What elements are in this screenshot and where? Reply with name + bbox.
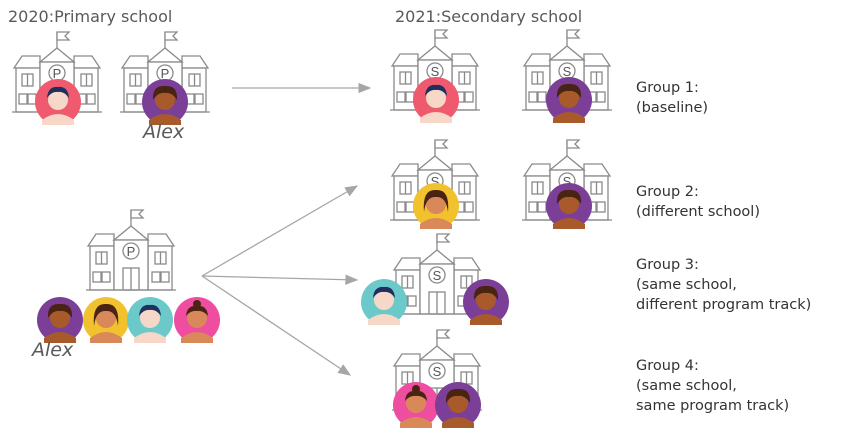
- secondary-school-g2-b: S: [521, 139, 613, 221]
- avatar-purple-student-g1: [546, 77, 592, 123]
- secondary-school-g3: S: [391, 233, 483, 315]
- avatar-coral-student: [35, 79, 81, 125]
- fan-arrows: [201, 185, 359, 376]
- school-marker-secondary: S: [563, 64, 572, 79]
- avatar-purple-student-g3: [463, 279, 509, 325]
- group-4-desc: (same school,: [636, 378, 737, 394]
- group-1-title: Group 1:: [636, 80, 699, 96]
- primary-school-2: P: [119, 31, 211, 113]
- group-4-desc-2: same program track): [636, 398, 790, 414]
- secondary-school-g2-a: S: [389, 139, 481, 221]
- secondary-school-g1-a: S: [389, 29, 481, 111]
- avatar-yellow-student: [83, 297, 129, 343]
- group-3-desc-2: different program track): [636, 297, 812, 313]
- school-marker-secondary: S: [563, 174, 572, 189]
- school-marker-primary: P: [127, 244, 136, 259]
- school-marker-secondary: S: [433, 364, 442, 379]
- group-2-desc: (different school): [636, 204, 760, 220]
- student-name-alex-top: Alex: [143, 121, 185, 143]
- group-1-desc: (baseline): [636, 100, 709, 116]
- avatar-purple-student-alex: [142, 79, 188, 125]
- secondary-school-g1-b: S: [521, 29, 613, 111]
- group-1-label: Group 1: (baseline): [636, 78, 708, 118]
- avatar-pink-student-g4: [393, 382, 439, 428]
- school-marker-primary: P: [161, 66, 170, 81]
- primary-school-shared: P: [85, 209, 177, 291]
- group-2-label: Group 2: (different school): [636, 182, 760, 222]
- header-primary-school: 2020:Primary school: [8, 7, 173, 26]
- avatar-teal-student-g3: [361, 279, 407, 325]
- arrow-to-group-2: [201, 185, 359, 277]
- student-name-alex-bottom: Alex: [32, 339, 74, 361]
- group-4-label: Group 4: (same school, same program trac…: [636, 356, 789, 416]
- group-4-title: Group 4:: [636, 358, 699, 374]
- avatar-yellow-student-g2: [413, 183, 459, 229]
- avatar-purple-student-alex-bottom: [37, 297, 83, 343]
- avatar-pink-student: [174, 297, 220, 343]
- arrow-to-group-3: [201, 274, 359, 285]
- avatar-purple-student-g4: [435, 382, 481, 428]
- group-2-title: Group 2:: [636, 184, 699, 200]
- arrow-to-group-4: [201, 275, 352, 376]
- secondary-school-g4: S: [391, 329, 483, 411]
- avatar-purple-student-g2: [546, 183, 592, 229]
- avatar-teal-student: [127, 297, 173, 343]
- group-3-label: Group 3: (same school, different program…: [636, 255, 811, 315]
- school-marker-secondary: S: [431, 174, 440, 189]
- avatar-coral-student-g1: [413, 77, 459, 123]
- group-3-desc: (same school,: [636, 277, 737, 293]
- group-3-title: Group 3:: [636, 257, 699, 273]
- header-secondary-school: 2021:Secondary school: [395, 7, 583, 26]
- primary-school-1: P: [11, 31, 103, 113]
- school-marker-secondary: S: [431, 64, 440, 79]
- school-marker-primary: P: [53, 66, 62, 81]
- school-marker-secondary: S: [433, 268, 442, 283]
